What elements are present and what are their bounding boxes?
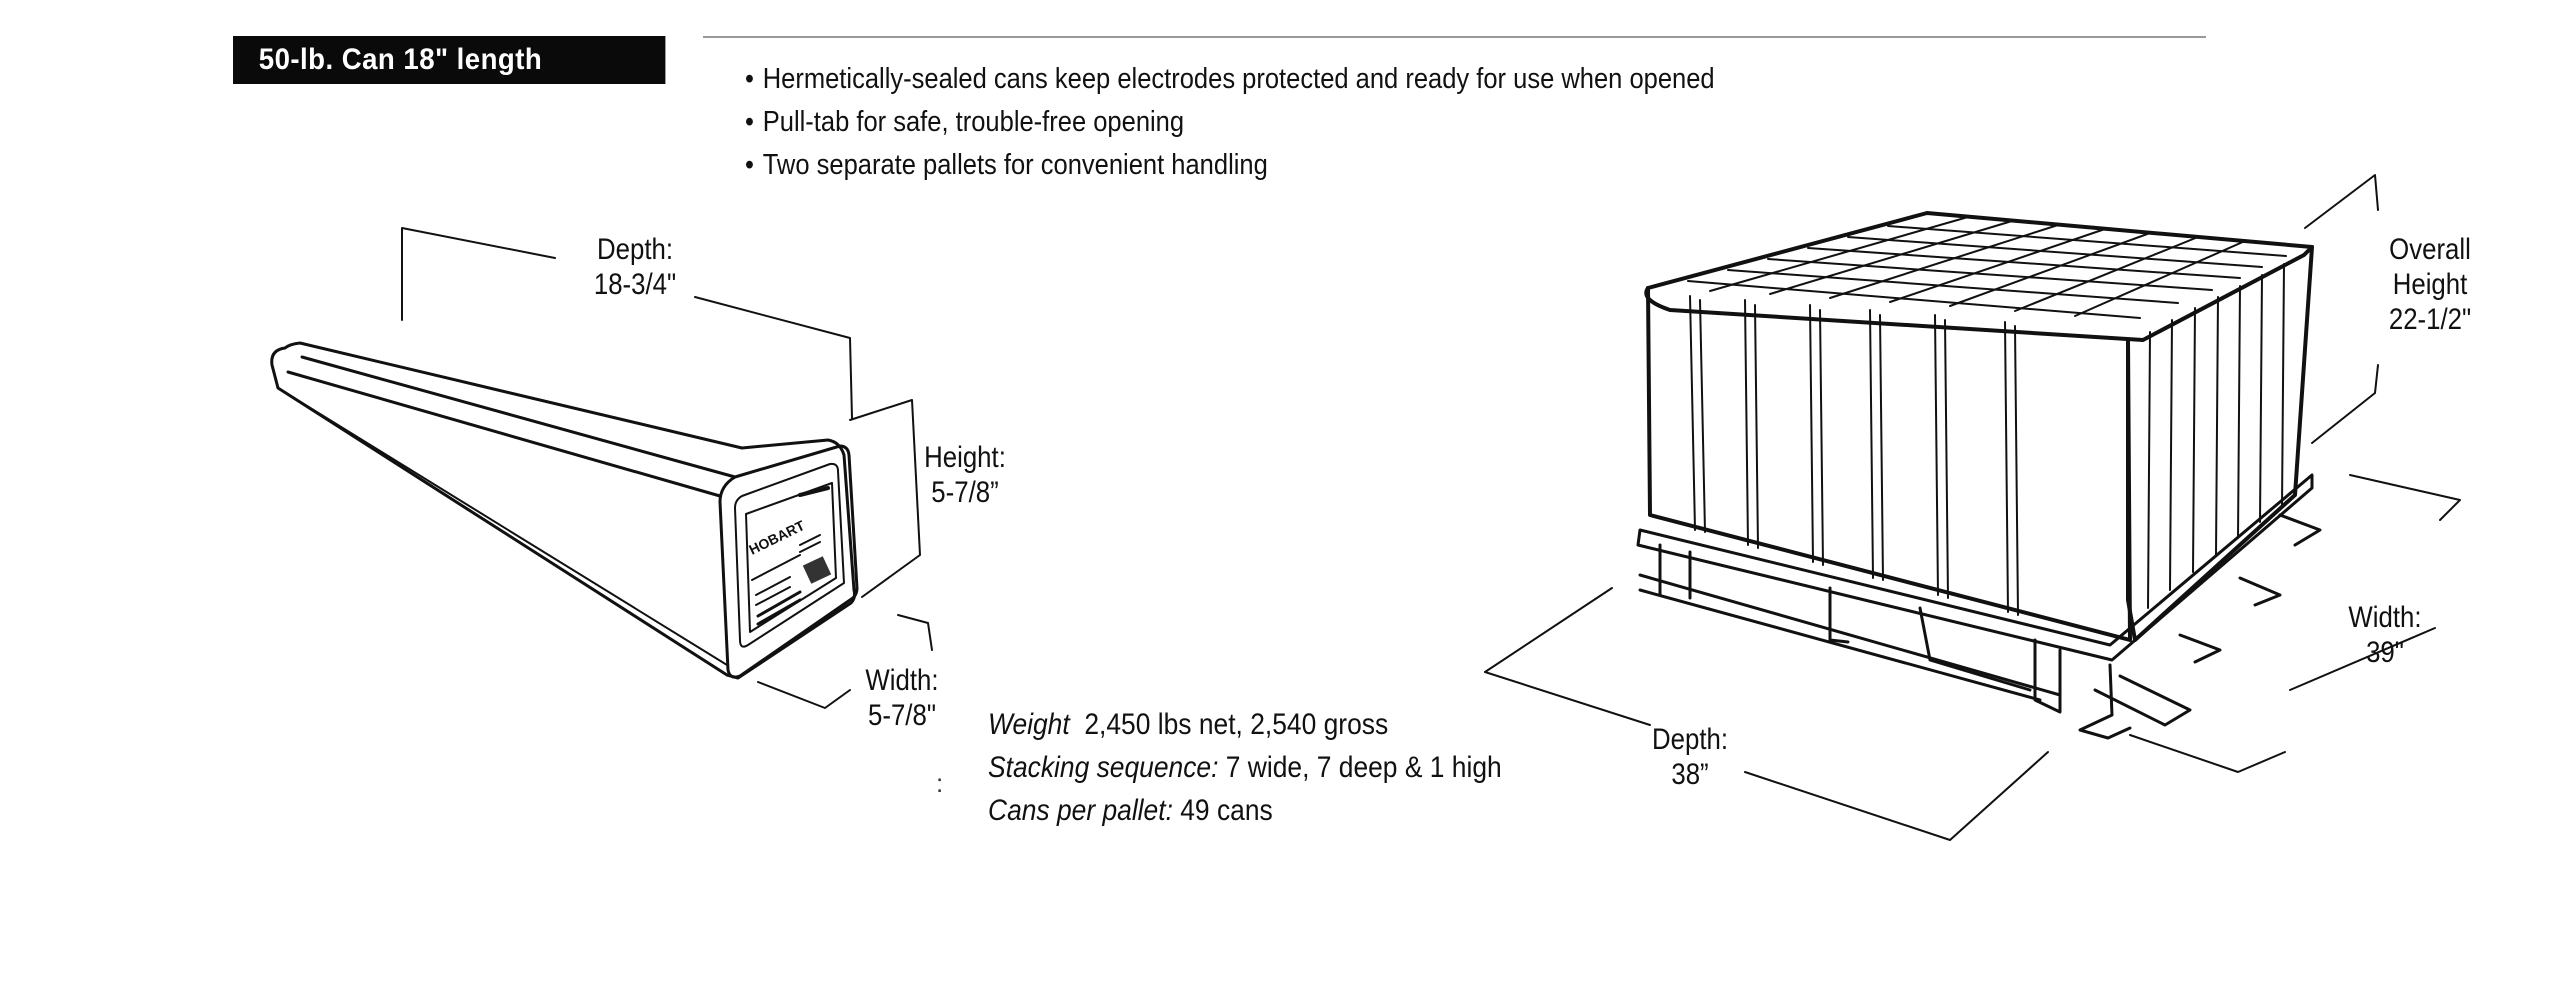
pallet-height-value: 22-1/2" — [2388, 303, 2472, 336]
can-depth-label: Depth: — [596, 233, 674, 266]
pallet-overall-height-dimension: Overall Height 22-1/2" — [2370, 232, 2490, 337]
can-width-dimension: Width: 5-7/8" — [850, 663, 953, 733]
can-depth-value: 18-3/4" — [593, 268, 677, 301]
can-depth-dimension: Depth: 18-3/4" — [566, 232, 704, 302]
stacking-label: Stacking sequence: — [988, 751, 1219, 784]
can-width-value: 5-7/8" — [868, 699, 936, 732]
pallet-width-label: Width: — [2348, 601, 2422, 634]
feature-item: Hermetically-sealed cans keep electrodes… — [745, 58, 1715, 101]
can-height-value: 5-7/8” — [931, 476, 999, 509]
pallet-width-value: 39" — [2366, 636, 2404, 669]
section-title: 50-lb. Can 18" length — [233, 36, 666, 84]
title-rule — [703, 36, 2206, 38]
can-brand-text: HOBART — [746, 517, 807, 558]
pallet-depth-label: Depth: — [1651, 723, 1729, 756]
pallet-depth-value: 38” — [1671, 758, 1709, 791]
weight-value: 2,450 lbs net, 2,540 gross — [1084, 708, 1389, 741]
electrode-can-drawing: HOBART — [270, 227, 933, 709]
pallet-drawing — [1484, 174, 2461, 841]
can-width-label: Width: — [865, 664, 939, 697]
weight-row: Weight 2,450 lbs net, 2,540 gross — [988, 703, 1502, 746]
barcode-icon — [802, 556, 832, 584]
cans-row: Cans per pallet: 49 cans — [988, 789, 1502, 832]
feature-list: Hermetically-sealed cans keep electrodes… — [745, 58, 1715, 187]
pallet-specs: Weight 2,450 lbs net, 2,540 gross Stacki… — [988, 703, 1502, 832]
stray-colon: : — [936, 768, 944, 798]
feature-item: Two separate pallets for convenient hand… — [745, 144, 1715, 187]
can-height-label: Height: — [924, 441, 1006, 474]
cans-label: Cans per pallet: — [988, 794, 1173, 827]
pallet-width-dimension: Width: 39" — [2325, 600, 2445, 670]
stacking-value: 7 wide, 7 deep & 1 high — [1225, 751, 1502, 784]
cans-value: 49 cans — [1180, 794, 1273, 827]
pallet-depth-dimension: Depth: 38” — [1630, 722, 1750, 792]
feature-item: Pull-tab for safe, trouble-free opening — [745, 101, 1715, 144]
can-height-dimension: Height: 5-7/8” — [913, 440, 1016, 510]
pallet-height-label: Height — [2392, 268, 2468, 301]
stacking-row: Stacking sequence: 7 wide, 7 deep & 1 hi… — [988, 746, 1502, 789]
weight-label: Weight — [988, 708, 1070, 741]
pallet-overall-label: Overall — [2389, 233, 2471, 266]
